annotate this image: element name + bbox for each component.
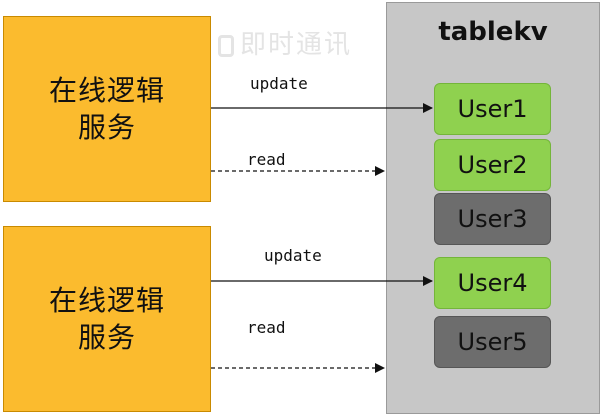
watermark-text: 即时通讯 — [240, 30, 353, 60]
watermark: 即时通讯 — [218, 24, 352, 61]
logic-service-box-2: 在线逻辑 服务 — [3, 226, 211, 412]
user-block-3: User3 — [434, 193, 551, 245]
service-label-line2: 服务 — [77, 321, 136, 354]
service-label-line1: 在线逻辑 — [48, 74, 165, 107]
chat-logo-icon — [218, 34, 234, 57]
store-title: tablekv — [438, 17, 548, 47]
tablekv-store: tablekv User1 User2 User3 User4 User5 — [386, 2, 600, 414]
service-label-line1: 在线逻辑 — [48, 284, 165, 317]
logic-service-box-1: 在线逻辑 服务 — [3, 16, 211, 202]
service-label-line2: 服务 — [77, 111, 136, 144]
user-block-4: User4 — [434, 257, 551, 309]
read-label-1: read — [247, 150, 286, 169]
user-block-5: User5 — [434, 316, 551, 368]
read-label-2: read — [247, 318, 286, 337]
update-label-1: update — [250, 74, 308, 93]
update-label-2: update — [264, 246, 322, 265]
user-block-2: User2 — [434, 139, 551, 191]
user-block-1: User1 — [434, 83, 551, 135]
